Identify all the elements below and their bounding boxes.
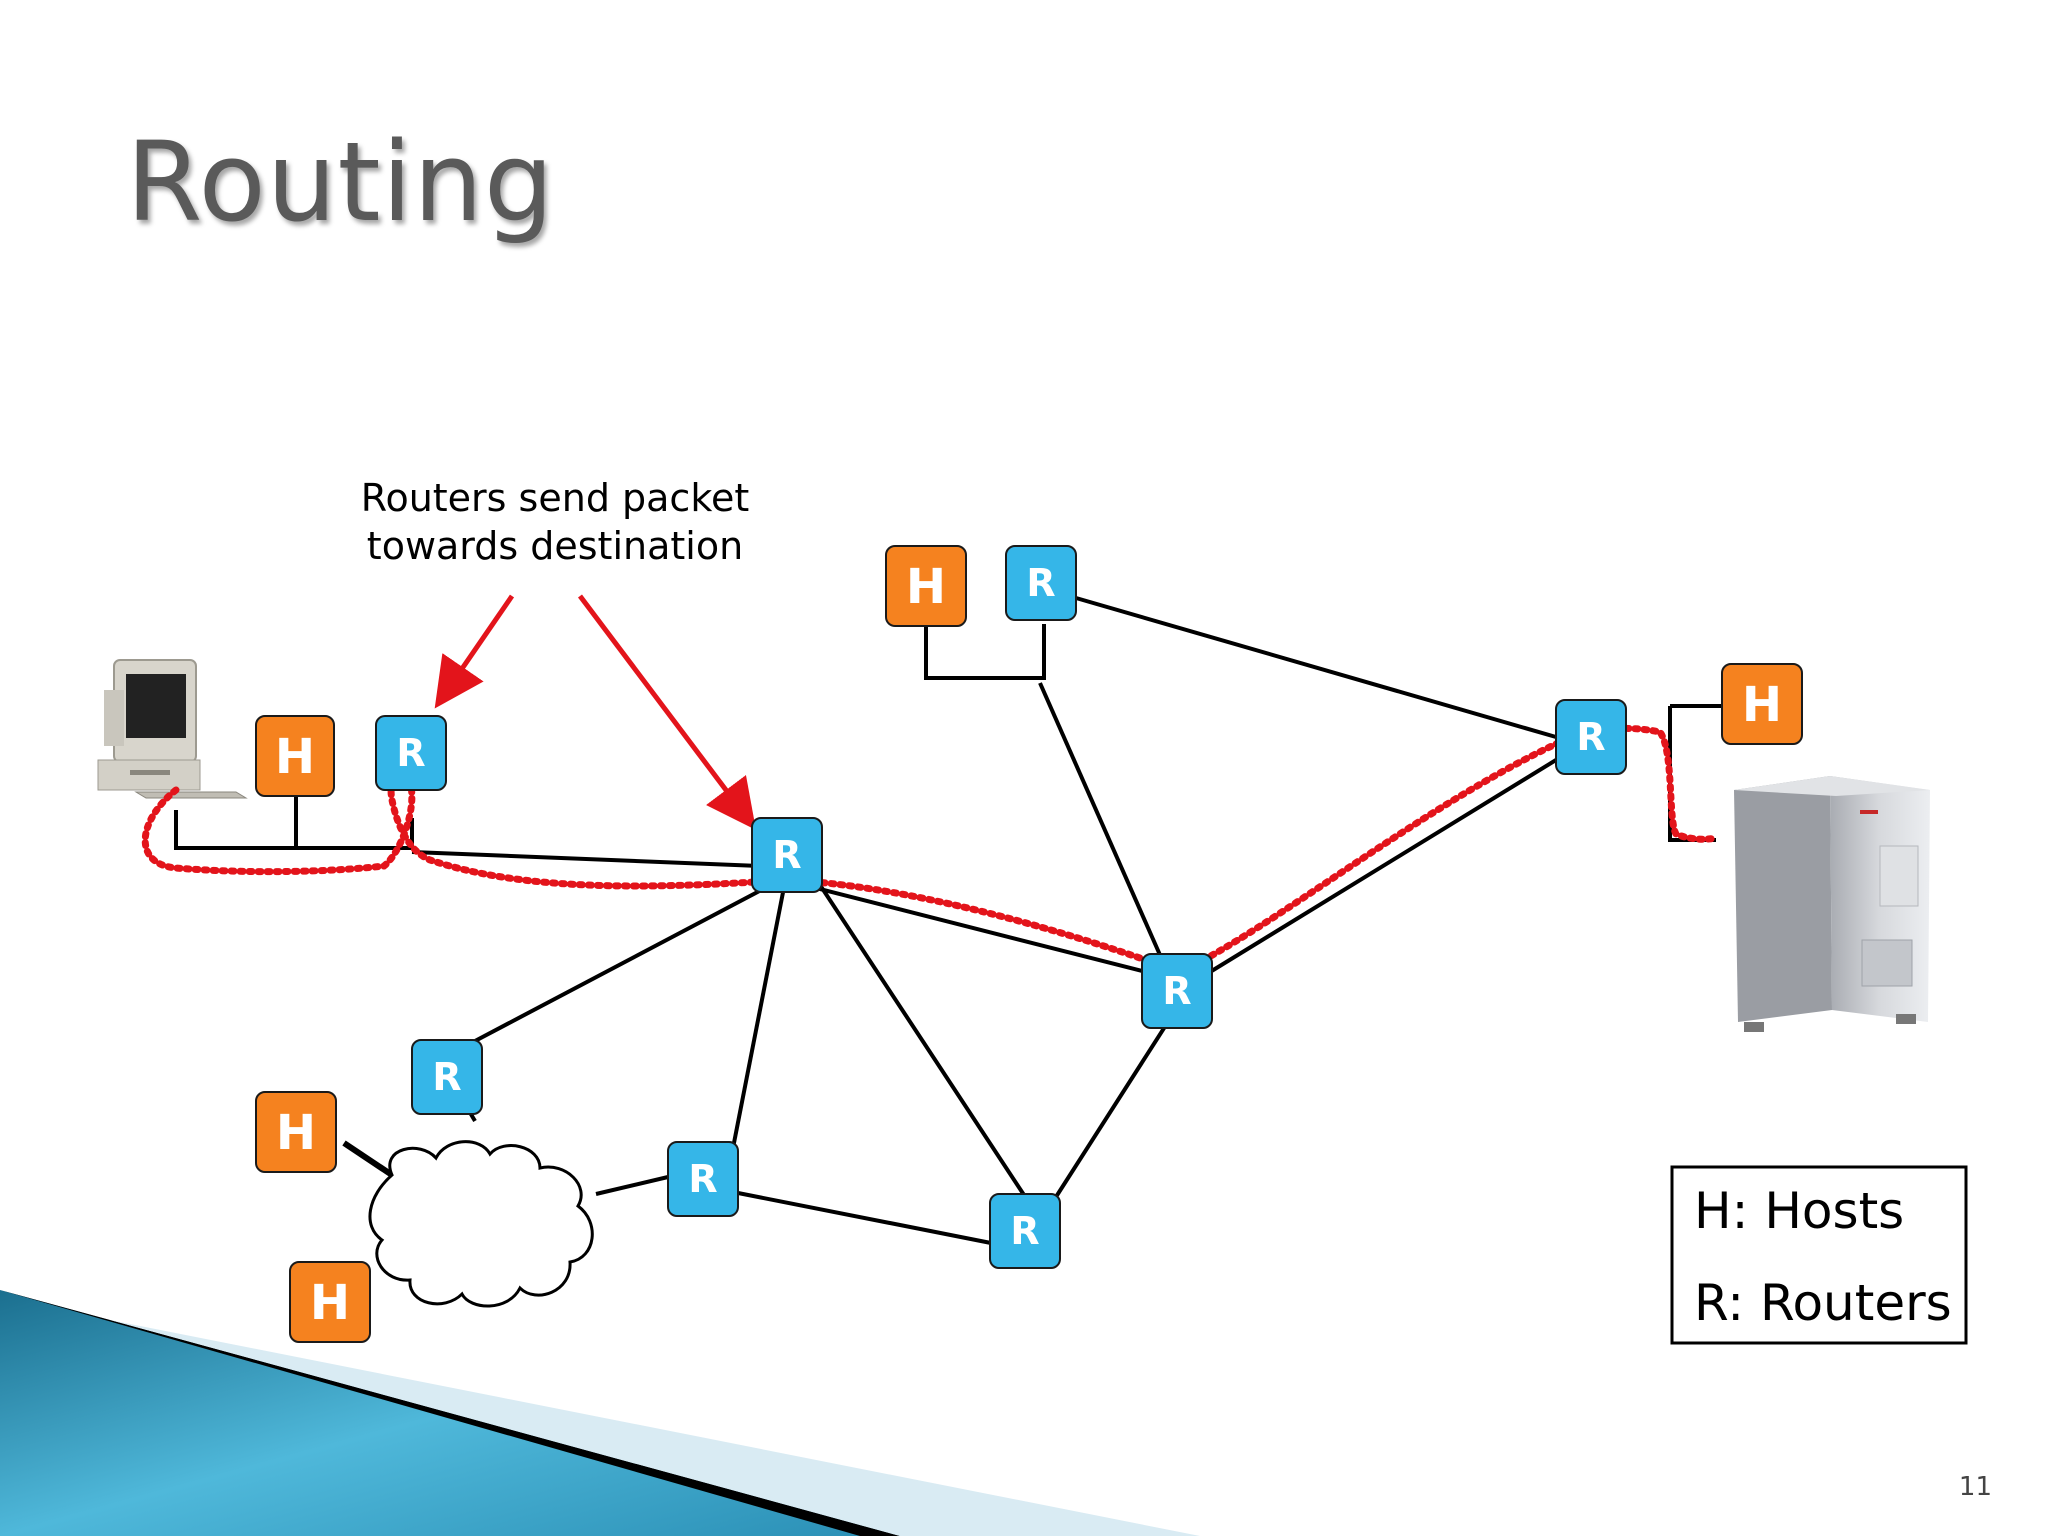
link-rtop-rright [1075,596,1557,739]
link-rright-server [1668,706,1716,842]
router-box [375,715,447,791]
host-node-h-top: H [885,545,967,627]
host-node-h-left: H [255,715,335,797]
router-label: R [1010,1209,1039,1253]
router-label: R [432,1055,461,1099]
router-box [667,1141,739,1217]
link-rmid-rbottom [1052,998,1184,1202]
router-box [1555,699,1627,775]
router-label: R [688,1157,717,1201]
link-lan-top [924,624,1046,680]
link-rcenter-rlower [731,876,788,1149]
host-node-h-cloud-bottom: H [289,1261,371,1343]
host-box [255,1091,337,1173]
arrow-to-router-center [578,594,757,830]
link-hcloud-top-cloud [342,1140,394,1178]
link-rcenter-rlowerleft [474,875,787,1043]
callout-line-1: Routers send packet [360,476,750,520]
link-rcenter-rbottom [818,883,1026,1197]
callout-text: Routers send packet towards destination [340,474,770,570]
callout-arrows [434,594,757,830]
router-node-r-top: R [1005,545,1077,621]
decorative-corner-band [0,1290,1200,1536]
slide-title: Routing [126,118,555,246]
network-links [174,596,1722,1274]
router-box [751,817,823,893]
host-label: H [906,559,946,615]
host-box [1721,663,1803,745]
legend-hosts: H: Hosts [1694,1182,1904,1240]
router-node-r-right: R [1555,699,1627,775]
host-label: H [276,1105,316,1161]
router-label: R [396,731,425,775]
host-node-h-right: H [1721,663,1803,745]
router-box [1141,953,1213,1029]
host-label: H [310,1275,350,1331]
router-box [1005,545,1077,621]
host-box [289,1261,371,1343]
router-node-r-center: R [751,817,823,893]
host-box [885,545,967,627]
callout-line-2: towards destination [366,524,744,568]
link-rlower-rbottom [732,1190,997,1246]
router-box [989,1193,1061,1269]
host-node-h-cloud-top: H [255,1091,337,1173]
page-number: 11 [1958,1472,1992,1502]
router-node-r-lower: R [667,1141,739,1217]
router-label: R [1026,561,1055,605]
link-rcenter-rmid [811,885,1147,974]
router-node-r-left: R [375,715,447,791]
desktop-computer-icon [97,659,248,799]
router-node-r-bottom: R [989,1193,1061,1269]
legend-routers: R: Routers [1694,1274,1952,1332]
router-box [411,1039,483,1115]
link-rmid-rright [1208,758,1558,974]
router-label: R [772,833,801,877]
router-label: R [1576,715,1605,759]
host-box [255,715,335,797]
router-label: R [1162,969,1191,1013]
host-label: H [275,729,315,785]
legend: H: Hosts R: Routers [1670,1165,1968,1345]
router-node-r-mid: R [1141,953,1213,1029]
link-cloud-rlower [595,1175,669,1196]
arrow-to-router-left [434,594,515,709]
link-rtop-rmid [1038,682,1162,956]
router-node-r-lower-left: R [411,1039,483,1115]
server-tower-icon [1734,776,1930,1032]
link-rleft-rcenter [411,850,787,869]
network-nodes: H R R H R R H R R R R H H [255,545,1803,1343]
cloud-icon [368,1140,594,1308]
host-label: H [1742,677,1782,733]
